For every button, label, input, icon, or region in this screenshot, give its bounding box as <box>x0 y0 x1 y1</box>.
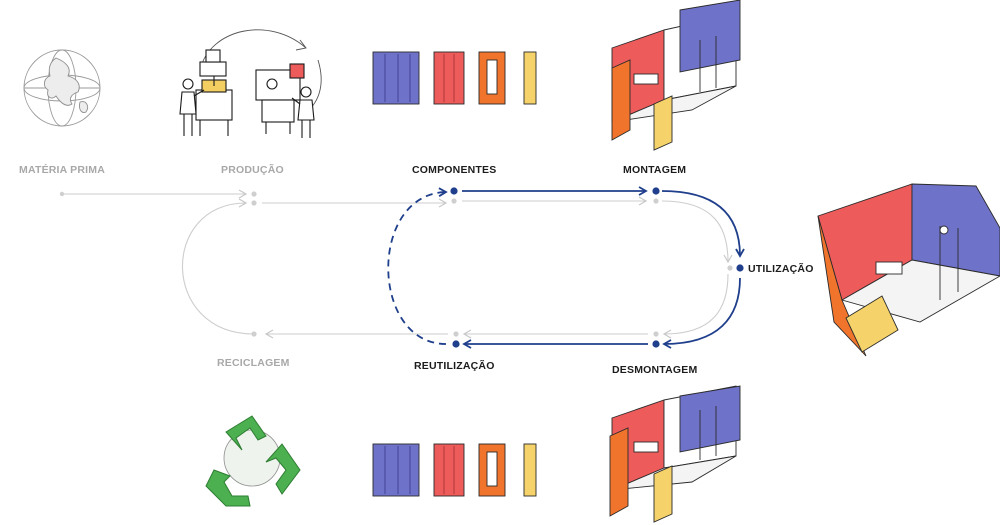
blue-nodes <box>450 187 744 348</box>
label-componentes: COMPONENTES <box>412 164 497 176</box>
label-montagem: MONTAGEM <box>623 164 687 176</box>
node-components <box>450 187 458 195</box>
node-raw-material <box>59 191 65 197</box>
flow-reuse-to-components <box>387 187 448 345</box>
node-disassembly-grey <box>653 331 659 337</box>
wall-panels-icon-bottom <box>372 443 537 497</box>
recycle-icon <box>205 415 301 507</box>
node-production-b <box>251 200 257 206</box>
flow-recycling-loop <box>181 198 255 335</box>
node-components-grey <box>451 198 457 204</box>
grey-nodes <box>59 191 733 337</box>
blue-flow <box>387 186 745 349</box>
bathroom-module-icon-usage <box>817 183 1000 357</box>
grey-flow <box>64 189 733 339</box>
label-utilizacao: UTILIZAÇÃO <box>748 263 814 275</box>
node-reuse-grey <box>453 331 459 337</box>
flow-assembly-to-usage <box>661 190 745 258</box>
node-assembly <box>652 187 660 195</box>
label-desmontagem: DESMONTAGEM <box>612 364 698 376</box>
factory-machines-icon <box>179 29 322 138</box>
label-producao: PRODUÇÃO <box>221 164 284 176</box>
node-recycling <box>251 331 257 337</box>
label-reciclagem: RECICLAGEM <box>217 357 290 369</box>
label-materia-prima: MATÉRIA PRIMA <box>19 164 106 176</box>
node-production-a <box>251 191 257 197</box>
bathroom-module-icon-bottom <box>609 385 741 523</box>
globe-icon <box>23 49 101 127</box>
flow-usage-to-disassembly-grey <box>662 273 729 339</box>
flow-usage-to-disassembly <box>662 277 741 349</box>
node-disassembly <box>652 340 660 348</box>
node-usage-grey <box>727 265 733 271</box>
label-reutilizacao: REUTILIZAÇÃO <box>414 360 495 372</box>
node-reuse <box>452 340 460 348</box>
node-usage <box>736 264 744 272</box>
bathroom-module-icon-top <box>611 0 741 151</box>
flow-assembly-to-usage-grey <box>661 200 733 264</box>
node-assembly-grey <box>653 198 659 204</box>
wall-panels-icon <box>372 51 537 105</box>
